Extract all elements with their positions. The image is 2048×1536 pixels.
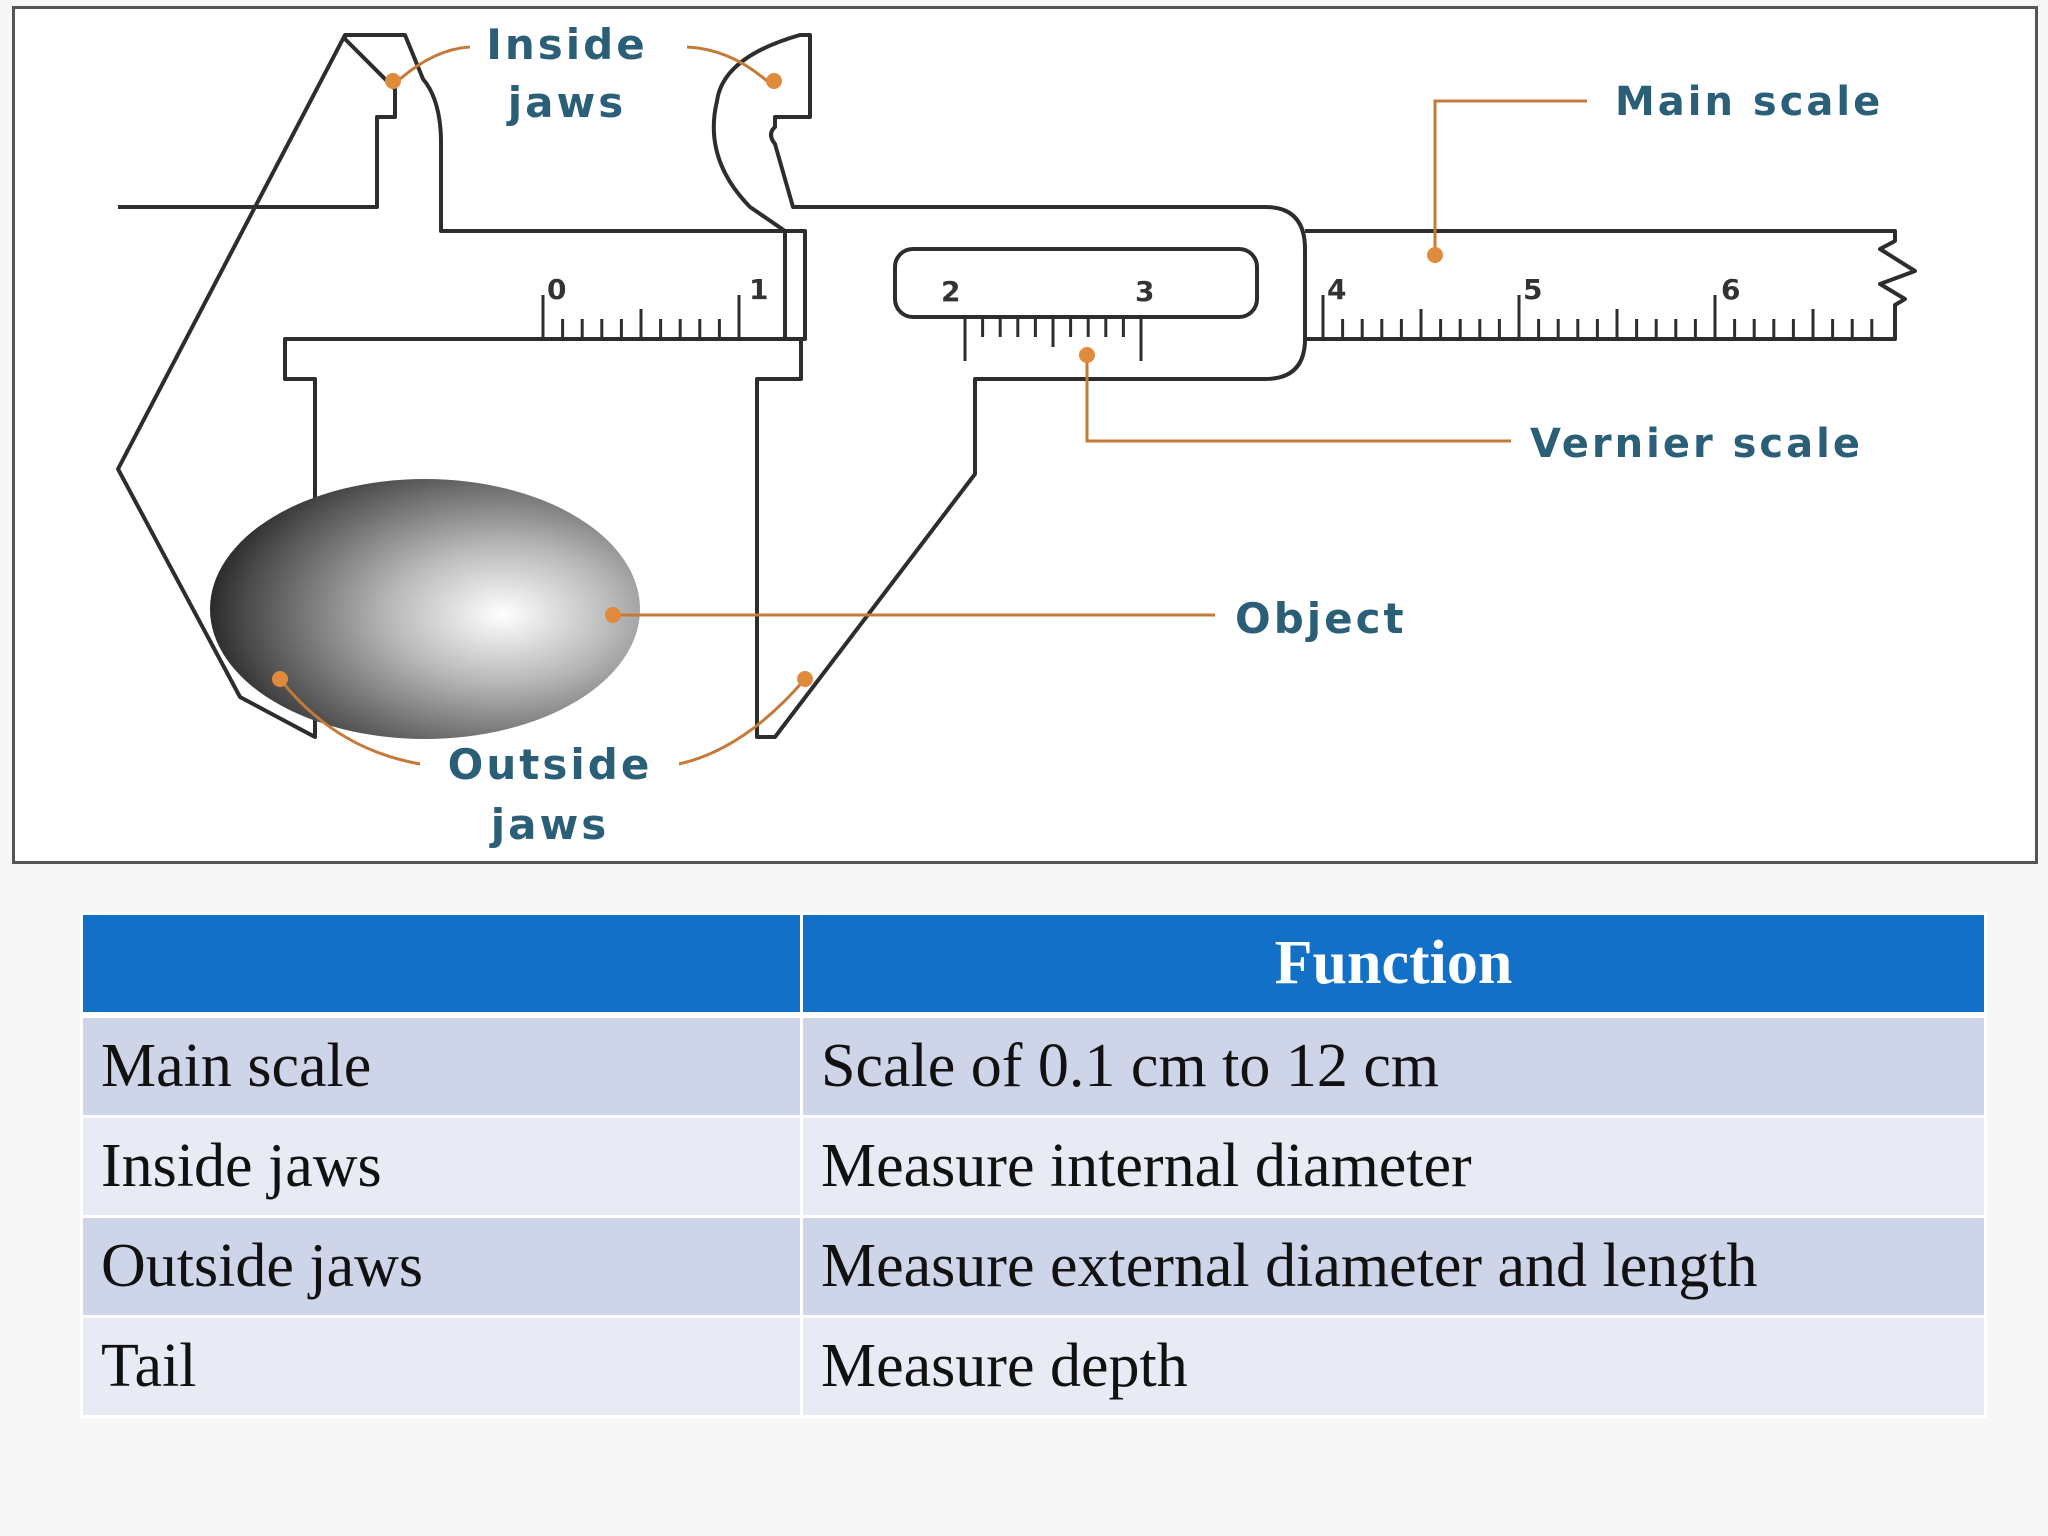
marker-main-scale — [1427, 247, 1443, 263]
main-scale-number-4: 4 — [1327, 273, 1346, 306]
label-object: Object — [1235, 594, 1407, 643]
main-scale-number-5: 5 — [1523, 273, 1542, 306]
table-cell-part: Tail — [80, 1315, 803, 1418]
table-row: Outside jaws Measure external diameter a… — [80, 1215, 1987, 1318]
table-row: Tail Measure depth — [80, 1315, 1987, 1418]
marker-vernier-scale — [1079, 347, 1095, 363]
label-vernier-scale: Vernier scale — [1530, 421, 1863, 467]
beam-outline — [1305, 229, 1917, 341]
main-scale-number-6: 6 — [1721, 273, 1740, 306]
table-header-part — [80, 912, 803, 1018]
leader-main-scale — [1433, 99, 1587, 255]
table-header-function: Function — [800, 912, 1987, 1018]
main-scale-ticks-right — [1321, 295, 1874, 339]
leader-inside-jaws-right — [686, 45, 768, 83]
table-cell-function: Measure external diameter and length — [800, 1215, 1987, 1318]
table-row: Inside jaws Measure internal diameter — [80, 1115, 1987, 1218]
table-cell-function: Measure internal diameter — [800, 1115, 1987, 1218]
main-scale-number-1: 1 — [749, 273, 768, 306]
leader-vernier-scale — [1085, 355, 1511, 443]
table-cell-function: Measure depth — [800, 1315, 1987, 1418]
marker-inside-jaw-right — [766, 73, 782, 89]
marker-outside-jaw-left — [272, 671, 288, 687]
label-outside-jaws-line2: jaws — [489, 800, 610, 849]
object-egg — [210, 479, 640, 739]
table-header-row: Function — [80, 912, 1987, 1018]
leader-outside-jaws-right — [678, 678, 807, 766]
label-inside-jaws-line1: Inside — [486, 20, 647, 69]
marker-inside-jaw-left — [385, 73, 401, 89]
vernier-window — [893, 247, 1259, 319]
label-outside-jaws-line1: Outside — [448, 740, 653, 789]
marker-object — [605, 607, 621, 623]
function-table: Function Main scale Scale of 0.1 cm to 1… — [80, 912, 1987, 1418]
table-cell-part: Main scale — [80, 1013, 803, 1118]
vernier-caliper-diagram: 0 1 4 5 6 2 3 Inside jaws Main scale Ver… — [12, 6, 2038, 864]
vernier-scale-ticks — [963, 317, 1143, 361]
table-cell-part: Outside jaws — [80, 1215, 803, 1318]
table-cell-part: Inside jaws — [80, 1115, 803, 1218]
table-row: Main scale Scale of 0.1 cm to 12 cm — [80, 1013, 1987, 1118]
marker-outside-jaw-right — [797, 671, 813, 687]
leader-inside-jaws-left — [399, 45, 471, 81]
main-scale-number-0: 0 — [547, 273, 566, 306]
main-scale-ticks-left — [541, 295, 741, 339]
vernier-number-3: 3 — [1135, 275, 1154, 308]
main-body-outline — [116, 33, 807, 739]
leader-outside-jaws-left — [278, 678, 421, 766]
label-inside-jaws-line2: jaws — [506, 78, 627, 127]
label-main-scale: Main scale — [1615, 79, 1883, 125]
table-cell-function: Scale of 0.1 cm to 12 cm — [800, 1013, 1987, 1118]
caliper-svg: 0 1 4 5 6 2 3 Inside jaws Main scale Ver… — [116, 20, 1917, 849]
sliding-jaw-outline — [711, 33, 1307, 739]
vernier-number-2: 2 — [941, 275, 960, 308]
